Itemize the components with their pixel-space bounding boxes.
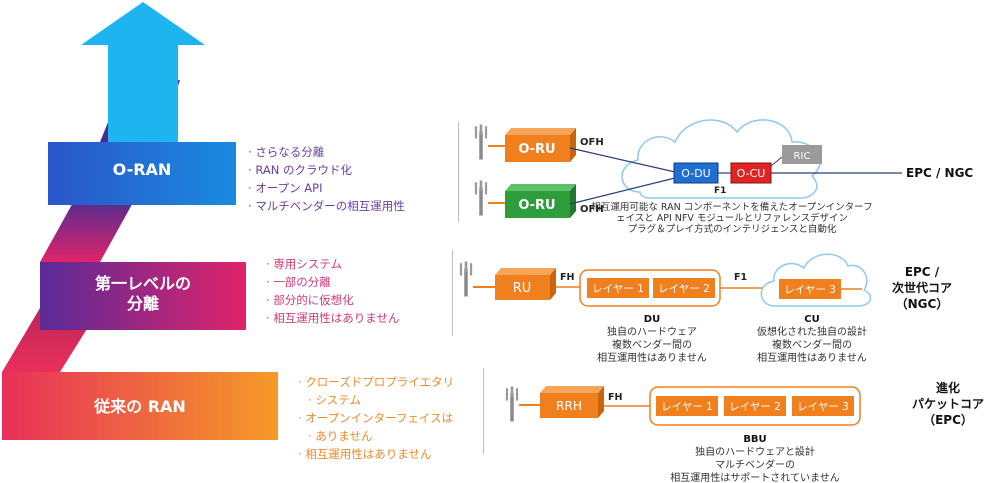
oran-desc-line1: 相互運用可能な RAN コンポーネントを備えたオープンインターフ: [591, 201, 872, 213]
core-label-legacy-line3: （EPC）: [923, 412, 973, 427]
divider-legacy: [483, 368, 484, 454]
core-label-first-line1: EPC /: [905, 265, 940, 279]
cu-desc-line1: 仮想化された独自の設計: [757, 325, 867, 338]
antenna-tower-icon: [474, 124, 488, 160]
oru-top-label: O-RU: [518, 142, 555, 157]
layer3-box-legacy: [792, 396, 854, 416]
antenna-tower-icon: [459, 261, 473, 297]
oran-bullets: さらなる分離 RAN のクラウド化 オープン API マルチベンダーの相互運用性: [248, 143, 405, 215]
list-item: システム: [298, 391, 454, 409]
core-label-legacy-line1: 進化: [936, 380, 960, 395]
f1-label-oran: F1: [714, 186, 726, 196]
layer3-label-legacy: レイヤー 3: [797, 401, 849, 413]
fh-label-first: FH: [560, 272, 574, 283]
bbu-group: [649, 386, 861, 426]
du-desc-line2: 複数ベンダー間の: [612, 338, 692, 351]
oran-desc-line3: プラグ＆プレイ方式のインテリジェンスと自動化: [628, 223, 837, 235]
list-item: ありません: [298, 427, 454, 445]
divider-first: [452, 250, 453, 336]
first-level-label-line1: 第一レベルの: [94, 274, 191, 293]
core-label-first-line3: （NGC）: [896, 296, 949, 311]
legacy-level-label: 従来の RAN: [94, 397, 186, 416]
layer2-label-first: レイヤー 2: [658, 283, 710, 295]
list-item: RAN のクラウド化: [248, 161, 405, 179]
layer2-box-first: [653, 278, 715, 298]
oran-level-label: O-RAN: [112, 160, 172, 179]
cu-desc-line2: 複数ベンダー間の: [772, 338, 852, 351]
cu-title: CU: [804, 314, 819, 325]
bbu-title: BBU: [743, 434, 766, 445]
first-level-bullets: 専用システム 一部の分離 部分的に仮想化 相互運用性はありません: [266, 255, 399, 327]
first-level-label-line2: 分離: [126, 294, 159, 313]
list-item: 一部の分離: [266, 273, 399, 291]
bbu-desc-line3: 相互運用性はサポートされていません: [670, 471, 839, 483]
list-item: 専用システム: [266, 255, 399, 273]
oru-bottom-label: O-RU: [518, 198, 555, 213]
bbu-desc-line1: 独自のハードウェアと設計: [695, 445, 815, 458]
list-item: さらなる分離: [248, 143, 405, 161]
first-level-label: 第一レベルの 分離: [40, 274, 246, 314]
list-item: クローズドプロプライエタリ: [298, 373, 454, 391]
layer1-label-first: レイヤー 1: [592, 283, 644, 295]
layer2-box-legacy: [724, 396, 786, 416]
core-label-oran: EPC / NGC: [906, 166, 973, 180]
ru-label: RU: [513, 281, 532, 296]
ric-box: [782, 145, 822, 164]
layer1-label-legacy: レイヤー 1: [661, 401, 713, 413]
f1-label-first: F1: [734, 272, 747, 283]
layer3-box-first: [779, 279, 841, 299]
layer3-label-first: レイヤー 3: [784, 284, 836, 296]
list-item: オープン API: [248, 179, 405, 197]
du-title: DU: [644, 314, 660, 325]
list-item: 部分的に仮想化: [266, 291, 399, 309]
cu-desc-line3: 相互運用性はありません: [757, 351, 867, 364]
divider-oran: [458, 122, 459, 222]
list-item: 相互運用性はありません: [298, 445, 454, 463]
odu-label: O-DU: [681, 167, 710, 180]
core-label-legacy-line2: パケットコア: [912, 397, 984, 411]
du-desc-line3: 相互運用性はありません: [597, 351, 707, 364]
legacy-bullets: クローズドプロプライエタリ システム オープンインターフェイスは ありません 相…: [298, 373, 454, 463]
rrh-label: RRH: [556, 399, 582, 413]
ofh-label-bottom: OFH: [580, 204, 604, 215]
du-desc-line1: 独自のハードウェア: [607, 325, 697, 338]
bbu-desc-line2: マルチベンダーの: [715, 458, 795, 471]
oru-box-top: [505, 135, 570, 162]
layer1-box-first: [587, 278, 649, 298]
ran-evolution-staircase: [2, 2, 278, 440]
list-item: マルチベンダーの相互運用性: [248, 197, 405, 215]
list-item: オープンインターフェイスは: [298, 409, 454, 427]
ocu-label: O-CU: [737, 167, 766, 180]
rrh-box: [540, 393, 598, 418]
layer2-label-legacy: レイヤー 2: [729, 401, 781, 413]
antenna-tower-icon: [474, 180, 488, 216]
ru-box: [495, 275, 550, 300]
list-item: 相互運用性はありません: [266, 309, 399, 327]
fh-label-legacy: FH: [608, 392, 622, 403]
ric-label: RIC: [794, 151, 811, 162]
antenna-tower-icon: [505, 386, 519, 422]
oran-desc-line2: ェイスと API NFV モジュールとリファレンスデザイン: [616, 212, 848, 224]
core-label-first-line2: 次世代コア: [892, 280, 952, 295]
oru-box-bottom: [505, 191, 570, 218]
layer1-box-legacy: [656, 396, 718, 416]
ofh-label-top: OFH: [580, 137, 604, 148]
